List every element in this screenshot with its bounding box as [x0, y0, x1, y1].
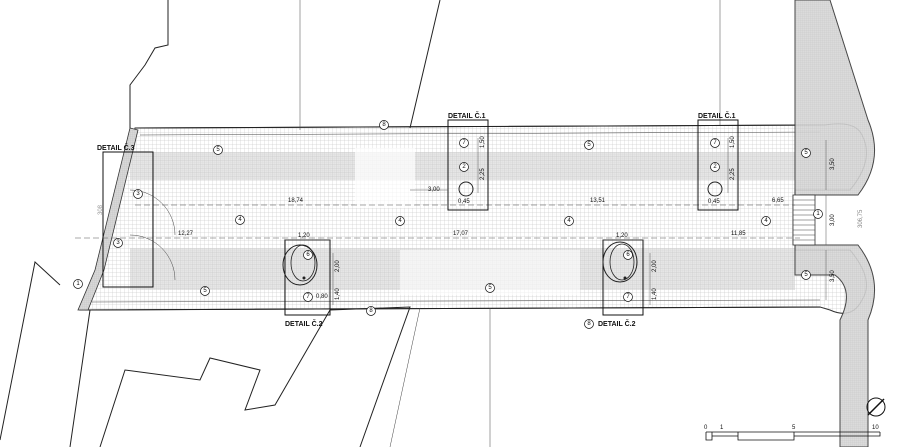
- dim-1-20-left: 1,20: [298, 233, 310, 239]
- detail-3-label: DETAIL Č.3: [97, 143, 135, 152]
- dim-1-50-right: 1,50: [730, 136, 736, 148]
- marker-7-d2r: 7: [626, 294, 630, 300]
- dim-2-00-right: 2,00: [652, 260, 658, 272]
- marker-2-d1r: 2: [713, 164, 717, 170]
- detail-1-right-label: DETAIL Č.1: [698, 111, 736, 120]
- dim-3-00-right: 3,00: [830, 214, 836, 226]
- right-steps-lines: [793, 199, 815, 241]
- marker-5-c: 5: [804, 150, 808, 156]
- tree-left-2: [290, 244, 316, 282]
- dim-1-50-left: 1,50: [480, 136, 486, 148]
- marker-7-d1l: 7: [462, 140, 466, 146]
- marker-3-b: 3: [116, 240, 120, 246]
- building-outline-top-left: [129, 0, 169, 128]
- dim-0-80: 0,80: [316, 294, 328, 300]
- left-curb: [77, 127, 139, 311]
- marker-7-d2l: 7: [306, 294, 310, 300]
- marker-1-left: 1: [76, 281, 80, 287]
- marker-3-a: 3: [136, 191, 140, 197]
- marker-1-right: 1: [816, 211, 820, 217]
- scale-5: 5: [792, 425, 796, 431]
- dim-11-85: 11,85: [731, 231, 746, 237]
- dim-18-74: 18,74: [288, 198, 304, 204]
- detail-1-left-frame: [447, 119, 489, 211]
- tree-small-2: [707, 181, 723, 197]
- scale-10: 10: [872, 425, 879, 431]
- marker-8-top: 8: [382, 122, 386, 128]
- curb-top: [134, 124, 826, 129]
- marker-group: [73, 120, 823, 329]
- marker-5-b: 5: [587, 142, 591, 148]
- north-arrow-needle: [867, 398, 885, 416]
- right-curb: [794, 0, 876, 447]
- dim-0-45-left: 0,45: [458, 199, 470, 205]
- marker-2-d1l: 2: [462, 164, 466, 170]
- curb-bottom: [84, 306, 821, 311]
- marker-5-e: 5: [488, 285, 492, 291]
- dim-3-50-bottom: 3,50: [830, 270, 836, 282]
- tree-point-2: [623, 276, 627, 280]
- scale-0: 0: [704, 425, 708, 431]
- dim-0-45-right: 0,45: [708, 199, 720, 205]
- dim-12-27: 12,27: [178, 231, 194, 237]
- marker-4-a: 4: [238, 217, 242, 223]
- detail-2-right-label: DETAIL Č.2: [598, 319, 636, 328]
- scale-1: 1: [720, 425, 724, 431]
- dim-6-65: 6,65: [772, 198, 784, 204]
- detail-1-right-frame: [697, 119, 739, 211]
- marker-8-bottom-a: 8: [369, 308, 373, 314]
- detail-1-left-label: DETAIL Č.1: [448, 111, 486, 120]
- marker-8-bottom-b: 8: [587, 321, 591, 327]
- detail-3-frame: [102, 151, 154, 288]
- marker-4-c: 4: [567, 218, 571, 224]
- dim-13-51: 13,51: [590, 198, 606, 204]
- marker-4-b: 4: [398, 218, 402, 224]
- north-arrow-icon: [866, 397, 886, 417]
- curb-top-inner: [139, 131, 821, 136]
- building-outline-bottom-right: [389, 307, 491, 447]
- tree-right: [602, 241, 638, 283]
- elevation-left: 308: [98, 204, 104, 215]
- tree-small-1: [458, 181, 474, 197]
- dim-2-25-left: 2,25: [480, 168, 486, 180]
- dim-1-20-right: 1,20: [616, 233, 628, 239]
- dim-2-00-left: 2,00: [335, 260, 341, 272]
- marker-5-f: 5: [804, 272, 808, 278]
- dim-3-50-top: 3,50: [830, 158, 836, 170]
- tree-point-1: [302, 276, 306, 280]
- dim-17-07: 17,07: [453, 231, 469, 237]
- tree-right-2: [609, 243, 635, 281]
- tree-left: [282, 244, 318, 286]
- dim-1-40-right: 1,40: [652, 288, 658, 300]
- dim-2-25-right: 2,25: [730, 168, 736, 180]
- dim-1-40-left: 1,40: [335, 288, 341, 300]
- marker-6-d2l: 6: [306, 252, 310, 258]
- scale-bar: [705, 431, 881, 441]
- building-outline-bottom-left: [0, 261, 411, 447]
- dimension-ticks: [285, 138, 827, 305]
- marker-7-d1r: 7: [713, 140, 717, 146]
- parcel-line-top-1: [409, 0, 441, 129]
- elevation-right: 306,75: [858, 209, 864, 228]
- marker-6-d2r: 6: [626, 252, 630, 258]
- detail-2-left-label: DETAIL Č.2: [285, 319, 323, 328]
- dim-3-00: 3,00: [428, 187, 440, 193]
- texture-light-block-1: [355, 148, 415, 208]
- curb-bottom-inner: [91, 299, 821, 303]
- marker-4-d: 4: [764, 218, 768, 224]
- marker-5-a: 5: [216, 147, 220, 153]
- marker-5-d: 5: [203, 288, 207, 294]
